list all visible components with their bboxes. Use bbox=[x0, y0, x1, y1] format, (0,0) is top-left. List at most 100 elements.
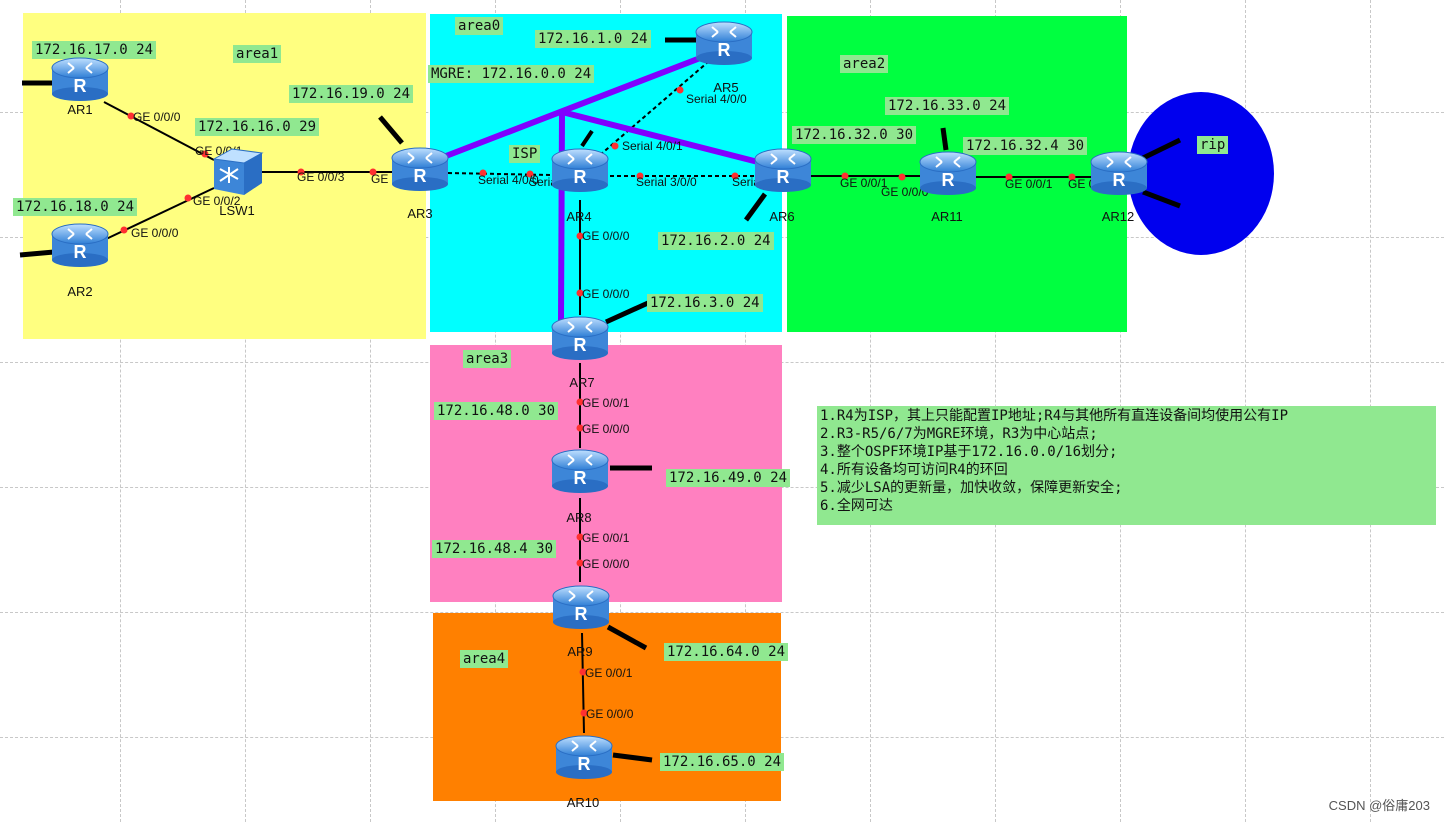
device-name: AR2 bbox=[67, 284, 93, 299]
interface-label: GE 0/0/1 bbox=[582, 531, 630, 545]
link-ar1-lsw1 bbox=[103, 101, 215, 161]
stub-link bbox=[604, 300, 650, 325]
grid-line bbox=[370, 0, 371, 822]
svg-text:R: R bbox=[578, 754, 591, 774]
stub-link bbox=[1141, 137, 1182, 161]
router-ar3[interactable]: R AR3 bbox=[390, 144, 450, 221]
net-label-ar8-ar9: 172.16.48.4 30 bbox=[432, 540, 557, 558]
router-ar8[interactable]: R AR8 bbox=[550, 446, 610, 525]
interface-label: Serial 4/0/0 bbox=[478, 173, 539, 187]
net-label-ar2: 172.16.18.0 24 bbox=[13, 198, 138, 216]
svg-text:R: R bbox=[574, 335, 587, 355]
interface-label: GE 0/0/0 bbox=[582, 287, 630, 301]
area4-label: area4 bbox=[460, 650, 509, 668]
rip-label: rip bbox=[1197, 136, 1229, 154]
interface-label: GE 0/0/3 bbox=[297, 170, 345, 184]
interface-label: GE 0/0/1 bbox=[585, 666, 633, 680]
router-icon: R bbox=[391, 147, 449, 191]
device-name: AR9 bbox=[567, 644, 593, 659]
interface-label: GE 0/0/0 bbox=[131, 226, 179, 240]
router-ar7[interactable]: R AR7 bbox=[550, 313, 610, 390]
router-icon: R bbox=[551, 449, 609, 493]
device-name: AR5 bbox=[713, 80, 739, 95]
svg-text:R: R bbox=[777, 167, 790, 187]
router-ar9[interactable]: R AR9 bbox=[551, 582, 611, 659]
router-ar2[interactable]: R AR2 bbox=[50, 220, 110, 299]
stub-link bbox=[580, 129, 594, 148]
router-icon: R bbox=[1090, 151, 1148, 195]
router-ar6[interactable]: R AR6 bbox=[753, 145, 813, 224]
requirement-line: 1.R4为ISP，其上只能配置IP地址;R4与其他所有直连设备间均使用公有IP bbox=[820, 408, 1289, 424]
router-icon: R bbox=[551, 316, 609, 360]
net-label-ar3: 172.16.19.0 24 bbox=[289, 85, 414, 103]
watermark: CSDN @俗庸203 bbox=[1328, 798, 1430, 813]
area0-label: area0 bbox=[455, 17, 504, 35]
requirement-line: 4.所有设备均可访问R4的环回 bbox=[820, 462, 1008, 478]
svg-text:R: R bbox=[414, 166, 427, 186]
stub-link bbox=[19, 249, 55, 258]
router-ar5[interactable]: R AR5 bbox=[694, 18, 754, 95]
requirement-line: 5.减少LSA的更新量，加快收敛，保障更新安全; bbox=[820, 480, 1123, 496]
requirement-line: 2.R3-R5/6/7为MGRE环境，R3为中心站点; bbox=[820, 426, 1098, 442]
net-label-ar6: 172.16.2.0 24 bbox=[658, 232, 774, 250]
isp-label: ISP bbox=[509, 145, 541, 163]
rip-region bbox=[1128, 92, 1274, 255]
svg-text:R: R bbox=[74, 76, 87, 96]
interface-label: GE 0/0/1 bbox=[1005, 177, 1053, 191]
router-icon: R bbox=[555, 735, 613, 779]
net-label-ar1: 172.16.17.0 24 bbox=[32, 41, 157, 59]
switch-lsw1[interactable]: LSW1 bbox=[210, 145, 270, 218]
device-name: AR4 bbox=[566, 209, 592, 224]
interface-label: Serial 4/0/1 bbox=[622, 139, 683, 153]
interface-label: GE 0/0/1 bbox=[582, 396, 630, 410]
svg-text:R: R bbox=[574, 468, 587, 488]
device-name: AR8 bbox=[566, 510, 592, 525]
net-label-ar11-ar12: 172.16.32.4 30 bbox=[963, 137, 1088, 155]
interface-label: GE 0/0/0 bbox=[133, 110, 181, 124]
interface-label: GE 0/0/0 bbox=[881, 185, 929, 199]
router-icon: R bbox=[51, 223, 109, 267]
net-label-ar5: 172.16.1.0 24 bbox=[535, 30, 651, 48]
device-name: AR12 bbox=[1101, 209, 1135, 224]
stub-link bbox=[612, 752, 653, 763]
svg-text:R: R bbox=[74, 242, 87, 262]
interface-label: GE 0/0/2 bbox=[193, 194, 241, 208]
interface-label: GE 0/0/0 bbox=[582, 422, 630, 436]
link-ar4-ar5 bbox=[599, 61, 709, 156]
stub-link bbox=[606, 624, 648, 651]
router-ar12[interactable]: R AR12 bbox=[1089, 148, 1149, 224]
link-ar3-ar4 bbox=[447, 172, 553, 176]
router-ar10[interactable]: R AR10 bbox=[554, 732, 614, 810]
interface-label: Serial 4/0/0 bbox=[686, 92, 747, 106]
device-name: AR3 bbox=[407, 206, 433, 221]
mgre-tunnel-ar7 bbox=[558, 111, 565, 323]
net-label-ar8: 172.16.49.0 24 bbox=[666, 469, 791, 487]
grid-line bbox=[0, 612, 1444, 613]
net-label-ar7: 172.16.3.0 24 bbox=[647, 294, 763, 312]
svg-text:R: R bbox=[1113, 170, 1126, 190]
requirements-note: 1.R4为ISP，其上只能配置IP地址;R4与其他所有直连设备间均使用公有IP … bbox=[817, 406, 1436, 525]
svg-text:R: R bbox=[942, 170, 955, 190]
net-label-ar6-ar11: 172.16.32.0 30 bbox=[792, 126, 917, 144]
requirement-line: 3.整个OSPF环境IP基于172.16.0.0/16划分; bbox=[820, 444, 1118, 460]
router-icon: R bbox=[919, 151, 977, 195]
router-ar1[interactable]: R AR1 bbox=[50, 54, 110, 118]
router-icon: R bbox=[552, 585, 610, 629]
grid-line bbox=[120, 0, 121, 822]
net-label-mgre: MGRE: 172.16.0.0 24 bbox=[428, 65, 595, 83]
interface-label: GE 0/0/0 bbox=[582, 557, 630, 571]
net-label-ar11: 172.16.33.0 24 bbox=[885, 97, 1010, 115]
device-name: AR6 bbox=[769, 209, 795, 224]
router-icon: R bbox=[754, 148, 812, 192]
stub-link bbox=[378, 115, 404, 145]
device-name: AR10 bbox=[566, 795, 600, 810]
device-name: AR1 bbox=[67, 102, 93, 117]
router-ar11[interactable]: R AR11 bbox=[918, 148, 978, 224]
grid-line bbox=[245, 0, 246, 822]
area3-label: area3 bbox=[463, 350, 512, 368]
net-label-ar7-ar8: 172.16.48.0 30 bbox=[434, 402, 559, 420]
router-ar4[interactable]: R AR4 bbox=[550, 145, 610, 224]
device-name: AR11 bbox=[931, 209, 963, 224]
